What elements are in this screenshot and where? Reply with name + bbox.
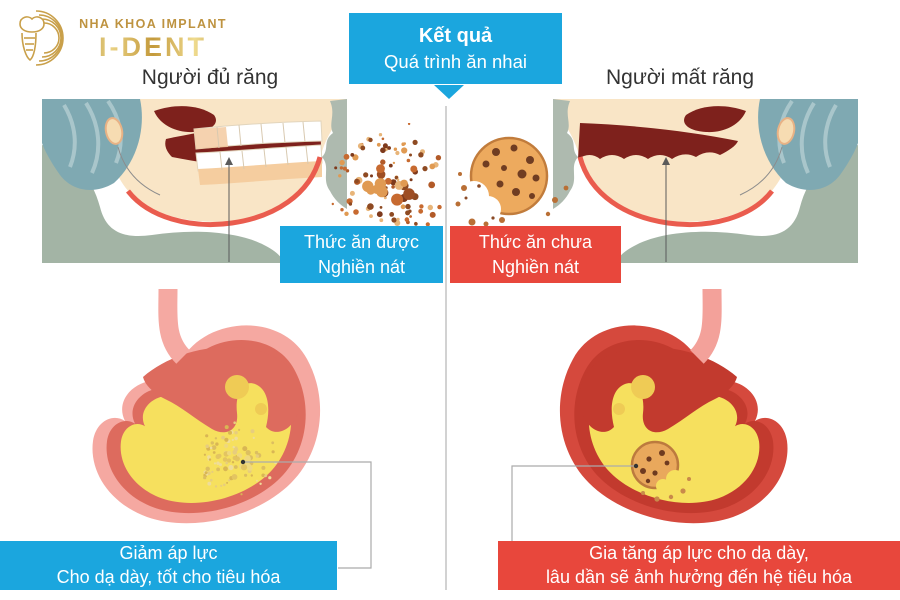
label-food-not-crushed-line2: Nghiền nát — [491, 256, 580, 277]
jaw-missing-teeth-svg — [553, 99, 858, 263]
healthy-stomach-svg — [92, 288, 321, 524]
label-food-not-crushed-line1: Thức ăn chưa — [478, 232, 593, 253]
label-food-crushed-line2: Nghiền nát — [317, 256, 406, 277]
heading-full-teeth: Người đủ răng — [141, 66, 279, 89]
result-negative-line2: lâu dần sẽ ảnh hưởng đến hệ tiêu hóa — [545, 566, 853, 587]
heading-missing-teeth: Người mất răng — [605, 66, 755, 89]
logo-text: NHA KHOA IMPLANT I-DENT — [70, 17, 236, 63]
tooth-implant-icon — [19, 10, 64, 66]
header-pointer-icon — [434, 85, 464, 99]
clinic-logo: NHA KHOA IMPLANT I-DENT — [6, 6, 236, 72]
brand-name-label: I-DENT — [70, 32, 236, 63]
crushed-food-svg — [331, 122, 442, 244]
result-positive-line1: Giảm áp lực — [119, 543, 218, 564]
result-negative-line1: Gia tăng áp lực cho dạ dày, — [589, 543, 809, 564]
healthy-stomach-illustration — [85, 287, 335, 545]
brand-top-label: NHA KHOA IMPLANT — [79, 17, 227, 31]
label-food-not-crushed: Thức ăn chưa Nghiền nát — [450, 226, 621, 283]
label-food-crushed-line1: Thức ăn được — [304, 232, 419, 253]
stressed-stomach-svg — [559, 288, 788, 524]
label-food-crushed: Thức ăn được Nghiền nát — [280, 226, 443, 283]
result-box-positive: Giảm áp lực Cho dạ dày, tốt cho tiêu hóa — [0, 541, 337, 590]
result-header-subtitle: Quá trình ăn nhai — [384, 50, 527, 72]
result-box-negative: Gia tăng áp lực cho dạ dày, lâu dần sẽ ả… — [498, 541, 900, 590]
result-positive-line2: Cho dạ dày, tốt cho tiêu hóa — [56, 566, 281, 587]
whole-cookie-svg — [455, 136, 569, 227]
result-header-box: Kết quả Quá trình ăn nhai — [349, 13, 562, 84]
stressed-stomach-illustration — [545, 287, 795, 545]
crushed-food-illustration — [330, 122, 455, 248]
jaw-missing-teeth-illustration — [553, 99, 858, 263]
whole-cookie-illustration — [452, 130, 577, 230]
result-header-title: Kết quả — [418, 24, 493, 47]
